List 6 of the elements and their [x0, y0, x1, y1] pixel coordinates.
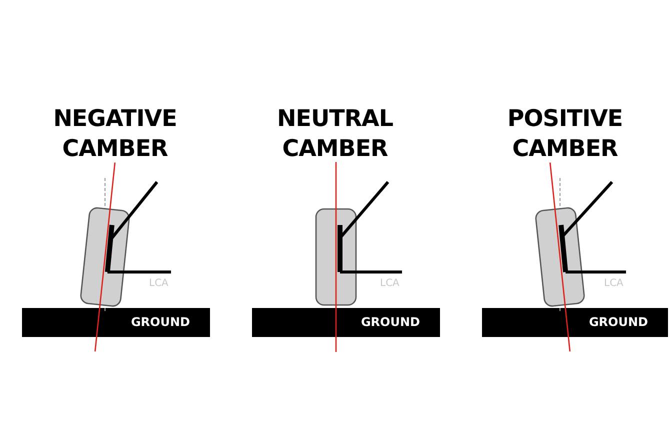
panel-heading: NEGATIVE CAMBER: [52, 105, 178, 164]
ground-bar: GROUND: [22, 308, 210, 337]
ground-bar: GROUND: [252, 308, 440, 337]
ground-bar: GROUND: [482, 308, 668, 337]
panel-heading: POSITIVE CAMBER: [506, 105, 624, 164]
panel-heading: NEUTRAL CAMBER: [276, 105, 394, 164]
